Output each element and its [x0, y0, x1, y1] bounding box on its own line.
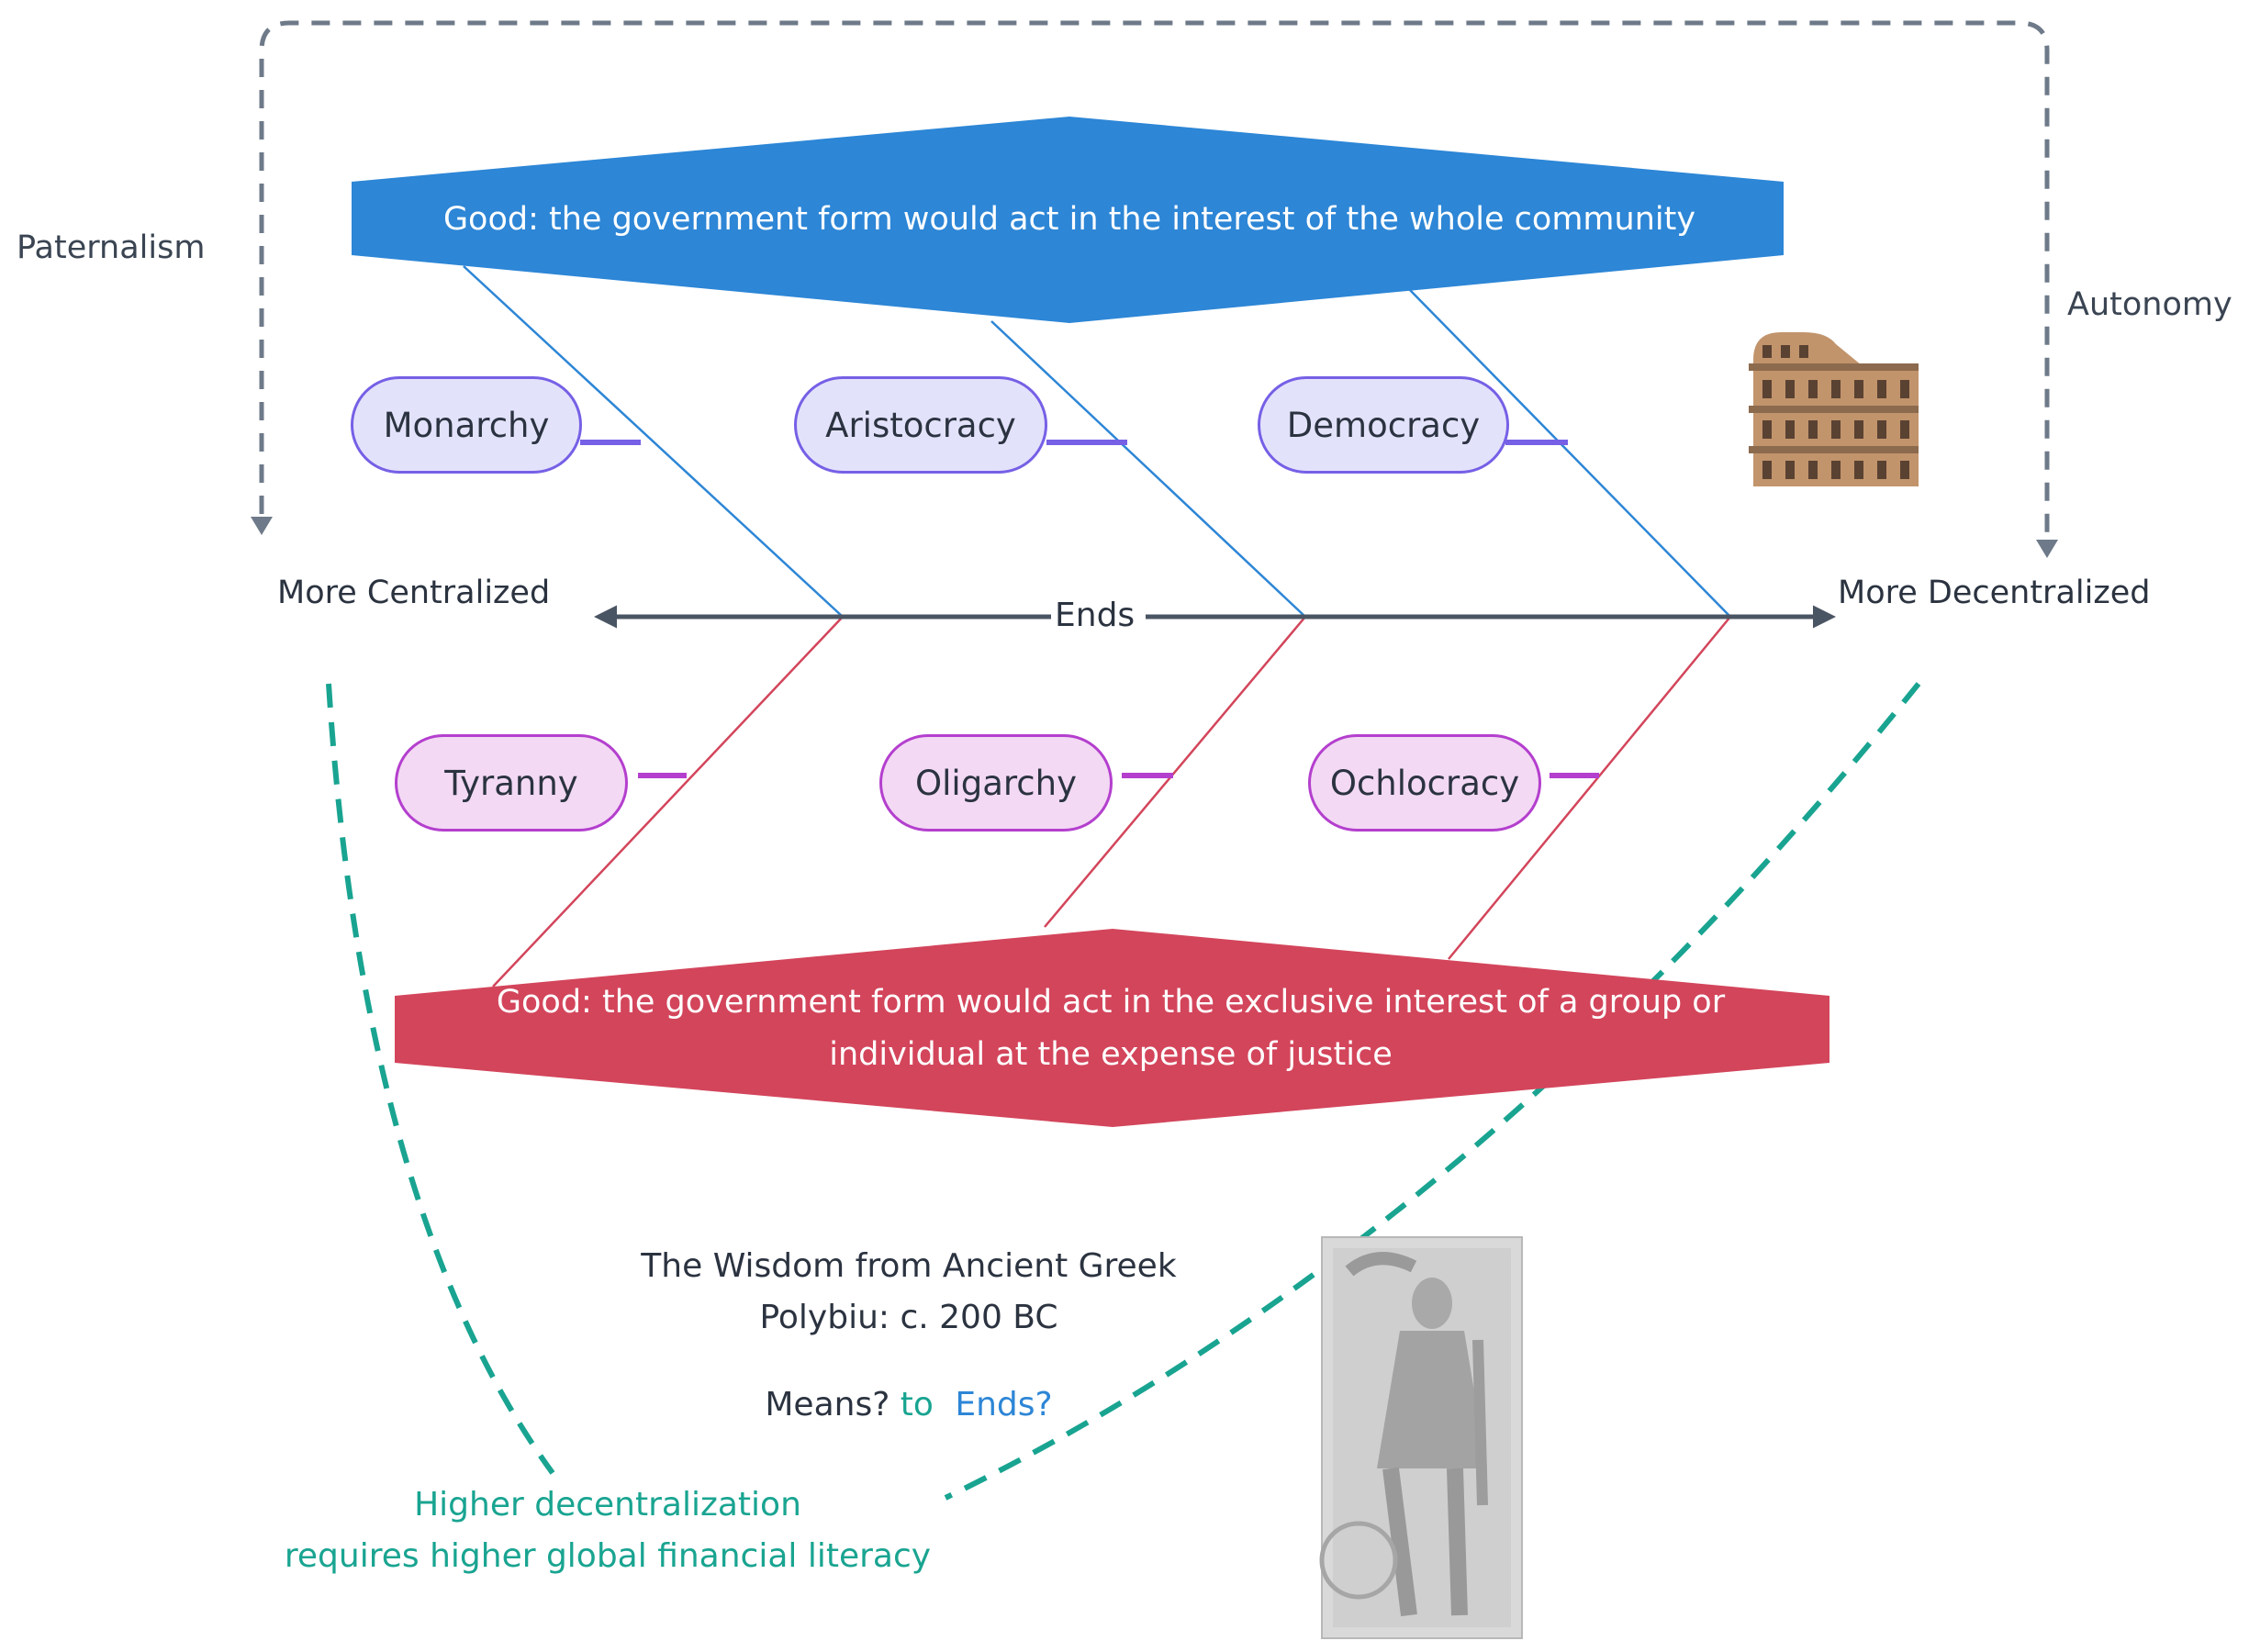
- node-ochlocracy: Ochlocracy: [1308, 734, 1541, 832]
- ends-question-text: Ends?: [955, 1386, 1053, 1423]
- node-tyranny: Tyranny: [395, 734, 628, 832]
- node-oligarchy: Oligarchy: [879, 734, 1113, 832]
- source-title: The Wisdom from Ancient Greek: [641, 1247, 1177, 1285]
- autonomy-label: Autonomy: [2067, 286, 2232, 323]
- roman-statue-relief-image: [1319, 1236, 1523, 1639]
- source-author: Polybiu: c. 200 BC: [759, 1299, 1058, 1336]
- colosseum-icon: [1749, 332, 1919, 486]
- top-banner-shape: [352, 117, 1784, 323]
- to-text: to: [900, 1386, 934, 1423]
- paternalism-autonomy-arc: [259, 20, 2050, 546]
- right-teal-dashed-curve: [944, 682, 1921, 1501]
- node-aristocracy: Aristocracy: [794, 376, 1047, 474]
- paternalism-label: Paternalism: [17, 229, 206, 266]
- more-centralized-label: More Centralized: [277, 575, 551, 611]
- bottom-banner-text: Good: the government form would act in t…: [496, 984, 1726, 1073]
- arc-arrowhead-right: [2036, 540, 2058, 558]
- ends-axis-label: Ends: [1051, 597, 1139, 634]
- footnote-line-2: requires higher global financial literac…: [284, 1537, 932, 1575]
- more-decentralized-label: More Decentralized: [1838, 575, 2151, 611]
- node-democracy: Democracy: [1258, 376, 1509, 474]
- left-teal-dashed-curve: [326, 683, 555, 1475]
- means-to-ends-question: Means? to Ends?: [587, 1379, 1230, 1431]
- footnote-line-1: Higher decentralization: [414, 1486, 801, 1524]
- means-text: Means?: [765, 1386, 890, 1423]
- top-banner-text: Good: the government form would act in t…: [442, 201, 1696, 238]
- node-monarchy: Monarchy: [351, 376, 582, 474]
- arc-arrowhead-left: [251, 517, 273, 535]
- good-bones: [463, 265, 1731, 618]
- bottom-banner-shape: [395, 929, 1829, 1127]
- bad-bones: [492, 616, 1731, 988]
